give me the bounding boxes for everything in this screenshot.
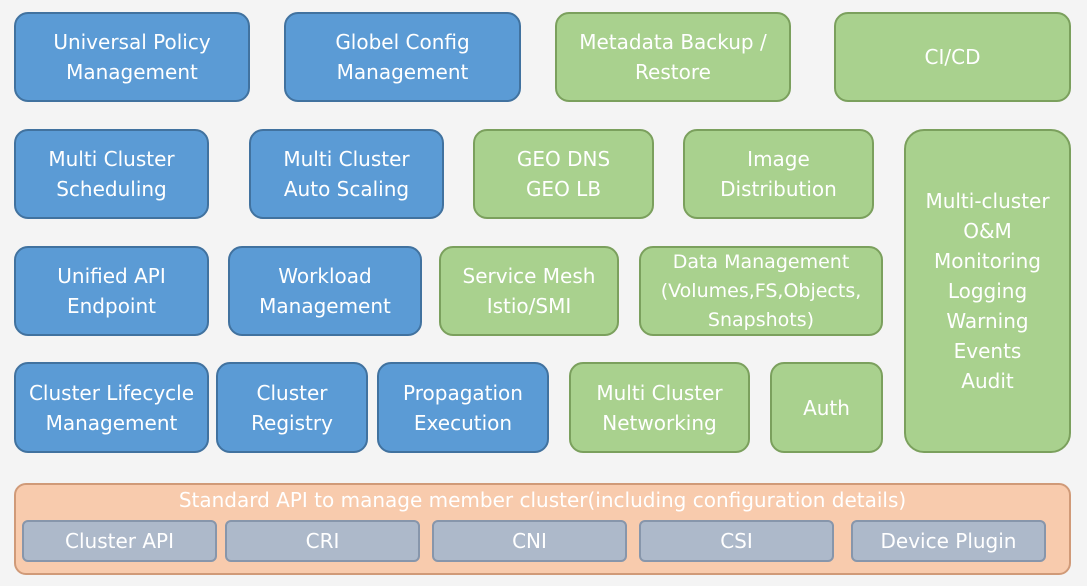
metadata-backup-restore-block: Metadata Backup / Restore	[555, 12, 791, 102]
block-label: Multi-cluster O&M Monitoring Logging War…	[925, 189, 1050, 393]
geo-dns-lb-block: GEO DNS GEO LB	[473, 129, 654, 219]
cluster-registry-block: Cluster Registry	[216, 362, 368, 453]
propagation-execution-block: Propagation Execution	[377, 362, 549, 453]
block-label: Multi Cluster Scheduling	[48, 147, 175, 201]
block-label: Service Mesh Istio/SMI	[462, 264, 596, 318]
cluster-lifecycle-management-block: Cluster Lifecycle Management	[14, 362, 209, 453]
block-label: Metadata Backup / Restore	[579, 30, 767, 84]
service-mesh-block: Service Mesh Istio/SMI	[439, 246, 619, 336]
block-label: Cluster Lifecycle Management	[28, 380, 195, 435]
block-label: Unified API Endpoint	[57, 264, 166, 318]
block-label: GEO DNS GEO LB	[516, 147, 611, 201]
block-label: CI/CD	[924, 45, 981, 69]
multi-cluster-auto-scaling-block: Multi Cluster Auto Scaling	[249, 129, 444, 219]
block-label: Multi Cluster Auto Scaling	[283, 147, 410, 201]
block-label: Auth	[803, 395, 850, 420]
workload-management-block: Workload Management	[228, 246, 422, 336]
plugin-cluster-api: Cluster API	[22, 520, 217, 562]
image-distribution-block: Image Distribution	[683, 129, 874, 219]
block-label: Image Distribution	[720, 147, 837, 201]
block-label: Workload Management	[259, 264, 391, 318]
block-label: Universal Policy Management	[53, 30, 211, 84]
auth-block: Auth	[770, 362, 883, 453]
data-management-block: Data Management (Volumes,FS,Objects, Sna…	[639, 246, 883, 336]
plugin-device-plugin: Device Plugin	[851, 520, 1046, 562]
block-label: Globel Config Management	[335, 30, 470, 84]
block-label: Propagation Execution	[403, 380, 523, 435]
plugin-cri: CRI	[225, 520, 420, 562]
global-config-management-block: Globel Config Management	[284, 12, 521, 102]
unified-api-endpoint-block: Unified API Endpoint	[14, 246, 209, 336]
block-label: Multi Cluster Networking	[596, 380, 723, 435]
block-label: Data Management (Volumes,FS,Objects, Sna…	[660, 250, 862, 331]
plugin-cni: CNI	[432, 520, 627, 562]
multi-cluster-om-block: Multi-cluster O&M Monitoring Logging War…	[904, 129, 1071, 453]
cicd-block: CI/CD	[834, 12, 1071, 102]
multi-cluster-networking-block: Multi Cluster Networking	[569, 362, 750, 453]
multi-cluster-scheduling-block: Multi Cluster Scheduling	[14, 129, 209, 219]
footer-title: Standard API to manage member cluster(in…	[178, 488, 907, 512]
universal-policy-management-block: Universal Policy Management	[14, 12, 250, 102]
plugin-csi: CSI	[639, 520, 834, 562]
block-label: Cluster Registry	[251, 380, 333, 435]
